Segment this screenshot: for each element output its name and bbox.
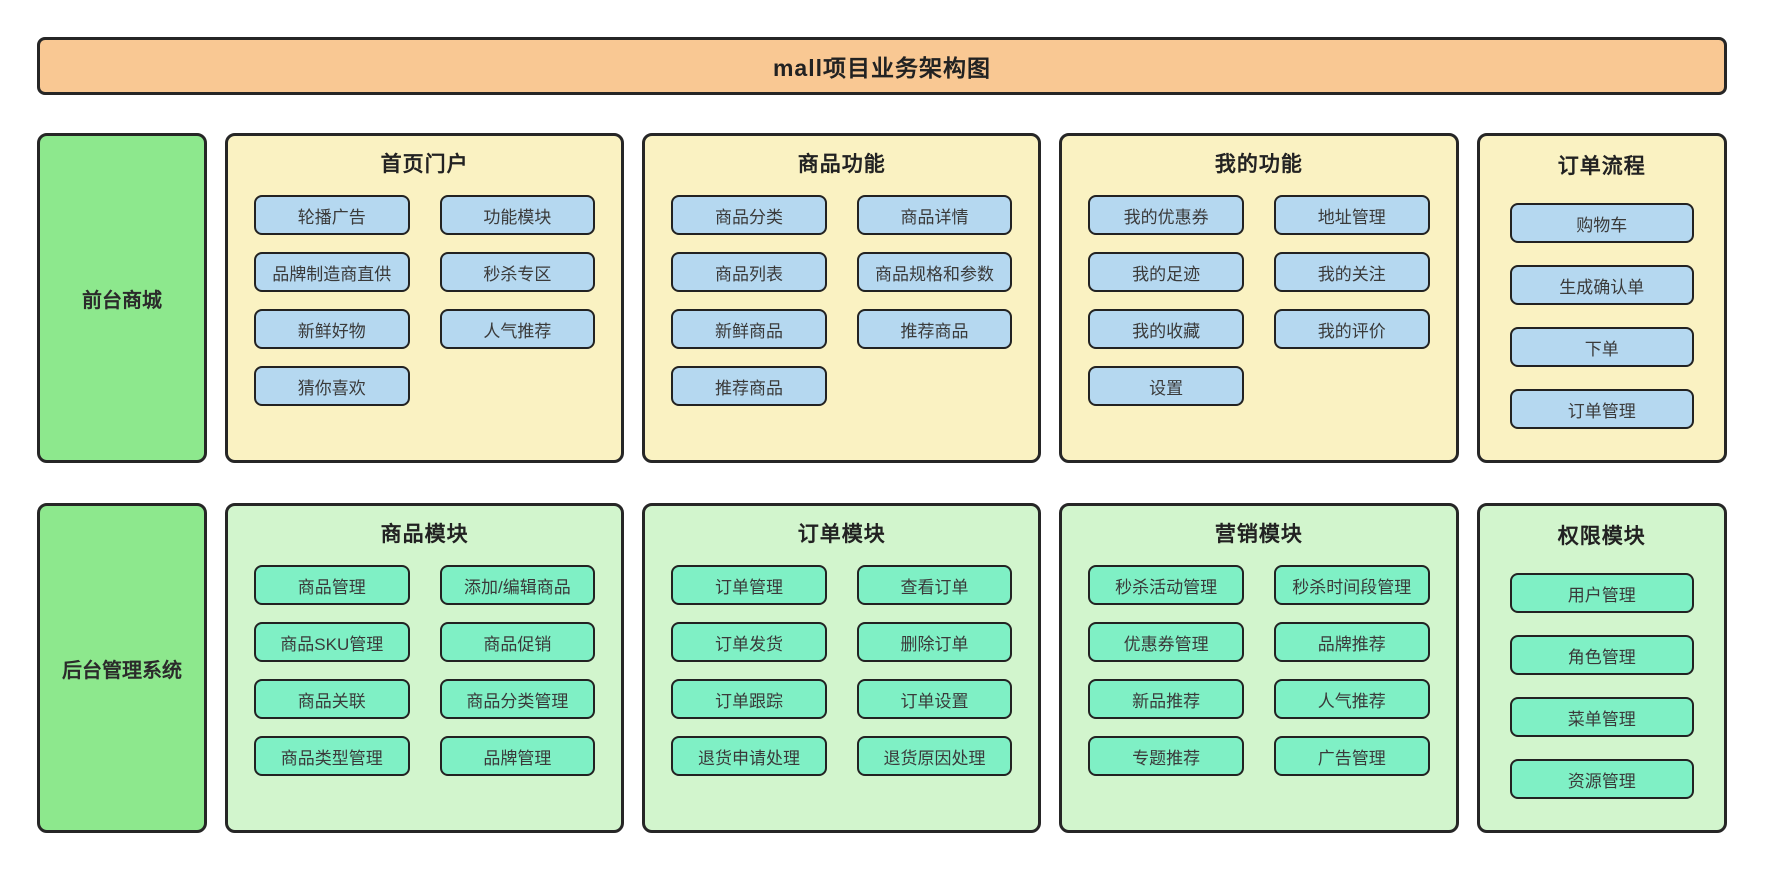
module-button[interactable]: 添加/编辑商品 [439,565,596,605]
module-button[interactable]: 生成确认单 [1509,265,1694,305]
module-button[interactable]: 订单设置 [856,679,1013,719]
panel-product-features: 商品功能商品分类商品详情商品列表商品规格和参数新鲜商品推荐商品推荐商品 [642,133,1042,463]
panel-order-module: 订单模块订单管理查看订单订单发货删除订单订单跟踪订单设置退货申请处理退货原因处理 [642,503,1042,833]
panel-title-order-module: 订单模块 [797,523,886,546]
side-label-backend: 后台管理系统 [37,503,207,833]
module-button[interactable]: 商品SKU管理 [254,622,410,662]
module-button[interactable]: 设置 [1088,366,1244,406]
module-button[interactable]: 我的关注 [1273,252,1430,292]
module-button[interactable]: 我的收藏 [1088,309,1244,349]
module-button[interactable]: 新鲜好物 [254,309,410,349]
module-button[interactable]: 猜你喜欢 [254,366,410,406]
panel-home-portal: 首页门户轮播广告功能模块品牌制造商直供秒杀专区新鲜好物人气推荐猜你喜欢 [225,133,625,463]
panel-grid-my-features: 我的优惠券地址管理我的足迹我的关注我的收藏我的评价设置 [1088,195,1430,406]
module-button[interactable]: 优惠券管理 [1088,622,1244,662]
module-button[interactable]: 退货原因处理 [856,736,1013,776]
module-button[interactable]: 专题推荐 [1088,736,1244,776]
module-button[interactable]: 我的足迹 [1088,252,1244,292]
module-button[interactable]: 商品管理 [254,565,410,605]
module-button[interactable]: 下单 [1509,327,1694,367]
diagram-title: mall项目业务架构图 [37,37,1727,95]
module-button[interactable]: 退货申请处理 [671,736,827,776]
module-button[interactable]: 订单管理 [1509,389,1694,429]
module-button[interactable]: 商品关联 [254,679,410,719]
panel-grid-permission-module: 用户管理角色管理菜单管理资源管理 [1509,573,1694,799]
module-button[interactable]: 推荐商品 [856,309,1013,349]
panel-grid-product-features: 商品分类商品详情商品列表商品规格和参数新鲜商品推荐商品推荐商品 [671,195,1013,406]
module-button[interactable]: 商品促销 [439,622,596,662]
panel-order-flow: 订单流程购物车生成确认单下单订单管理 [1476,133,1727,463]
panel-title-product-features: 商品功能 [797,153,886,176]
module-button[interactable]: 角色管理 [1509,635,1694,675]
module-button[interactable]: 功能模块 [439,195,596,235]
panel-title-home-portal: 首页门户 [380,153,469,176]
panel-title-permission-module: 权限模块 [1557,525,1646,548]
module-button[interactable]: 新品推荐 [1088,679,1244,719]
module-button[interactable]: 购物车 [1509,203,1694,243]
module-button[interactable]: 地址管理 [1273,195,1430,235]
module-button[interactable]: 广告管理 [1273,736,1430,776]
panel-permission-module: 权限模块用户管理角色管理菜单管理资源管理 [1476,503,1727,833]
panel-grid-home-portal: 轮播广告功能模块品牌制造商直供秒杀专区新鲜好物人气推荐猜你喜欢 [254,195,596,406]
panel-my-features: 我的功能我的优惠券地址管理我的足迹我的关注我的收藏我的评价设置 [1059,133,1459,463]
module-button[interactable]: 订单管理 [671,565,827,605]
module-button[interactable]: 商品列表 [671,252,827,292]
panel-grid-product-module: 商品管理添加/编辑商品商品SKU管理商品促销商品关联商品分类管理商品类型管理品牌… [254,565,596,776]
module-button[interactable]: 资源管理 [1509,759,1694,799]
row-frontend: 前台商城首页门户轮播广告功能模块品牌制造商直供秒杀专区新鲜好物人气推荐猜你喜欢商… [37,133,1727,463]
module-button[interactable]: 商品分类管理 [439,679,596,719]
module-button[interactable]: 商品详情 [856,195,1013,235]
module-button[interactable]: 秒杀活动管理 [1088,565,1244,605]
module-button[interactable]: 我的评价 [1273,309,1430,349]
panel-title-my-features: 我的功能 [1214,153,1303,176]
module-button[interactable]: 商品规格和参数 [856,252,1013,292]
module-button[interactable]: 秒杀时间段管理 [1273,565,1430,605]
panel-grid-marketing-module: 秒杀活动管理秒杀时间段管理优惠券管理品牌推荐新品推荐人气推荐专题推荐广告管理 [1088,565,1430,776]
panel-product-module: 商品模块商品管理添加/编辑商品商品SKU管理商品促销商品关联商品分类管理商品类型… [225,503,625,833]
panel-grid-order-flow: 购物车生成确认单下单订单管理 [1509,203,1694,429]
side-label-frontend: 前台商城 [37,133,207,463]
module-button[interactable]: 菜单管理 [1509,697,1694,737]
module-button[interactable]: 用户管理 [1509,573,1694,613]
module-button[interactable]: 商品分类 [671,195,827,235]
module-button[interactable]: 商品类型管理 [254,736,410,776]
row-backend: 后台管理系统商品模块商品管理添加/编辑商品商品SKU管理商品促销商品关联商品分类… [37,503,1727,833]
module-button[interactable]: 轮播广告 [254,195,410,235]
module-button[interactable]: 品牌推荐 [1273,622,1430,662]
panel-title-marketing-module: 营销模块 [1214,523,1303,546]
module-button[interactable]: 新鲜商品 [671,309,827,349]
panel-title-order-flow: 订单流程 [1557,155,1646,178]
module-button[interactable]: 品牌管理 [439,736,596,776]
module-button[interactable]: 人气推荐 [1273,679,1430,719]
module-button[interactable]: 秒杀专区 [439,252,596,292]
module-button[interactable]: 订单跟踪 [671,679,827,719]
diagram-body: 前台商城首页门户轮播广告功能模块品牌制造商直供秒杀专区新鲜好物人气推荐猜你喜欢商… [37,133,1727,833]
panel-grid-order-module: 订单管理查看订单订单发货删除订单订单跟踪订单设置退货申请处理退货原因处理 [671,565,1013,776]
module-button[interactable]: 删除订单 [856,622,1013,662]
panel-marketing-module: 营销模块秒杀活动管理秒杀时间段管理优惠券管理品牌推荐新品推荐人气推荐专题推荐广告… [1059,503,1459,833]
module-button[interactable]: 人气推荐 [439,309,596,349]
module-button[interactable]: 订单发货 [671,622,827,662]
module-button[interactable]: 品牌制造商直供 [254,252,410,292]
panel-title-product-module: 商品模块 [380,523,469,546]
module-button[interactable]: 推荐商品 [671,366,827,406]
module-button[interactable]: 我的优惠券 [1088,195,1244,235]
module-button[interactable]: 查看订单 [856,565,1013,605]
